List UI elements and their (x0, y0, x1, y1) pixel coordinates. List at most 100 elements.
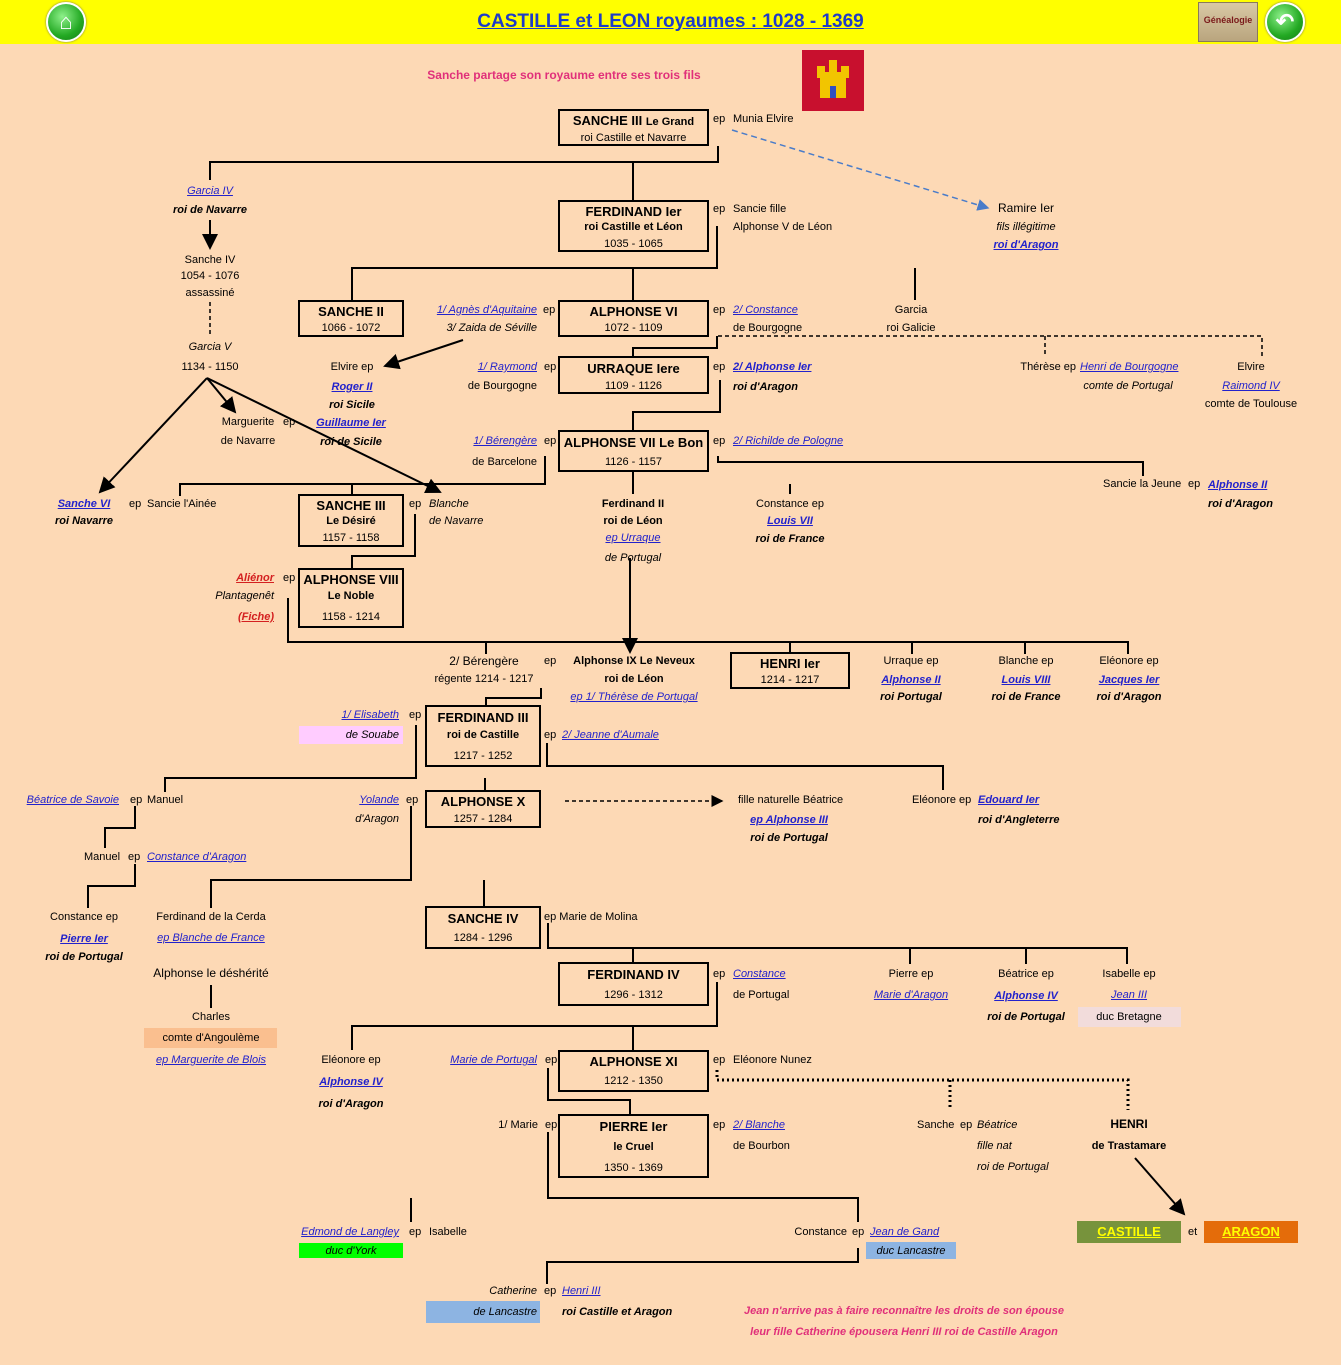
sanche-vi-link[interactable]: Sanche VI (57, 498, 111, 510)
l2: roi de Castille (446, 729, 520, 741)
fiche-link[interactable]: (Fiche) (237, 611, 274, 623)
ep-label: ep (713, 1054, 726, 1066)
alphonse-v-de-leon: Alphonse V de Léon (733, 221, 833, 233)
l2: 1126 - 1157 (604, 456, 663, 468)
ep-label: ep (852, 1226, 865, 1238)
box-sanche-iii-le-grand: SANCHE III Le Grand roi Castille et Nava… (558, 109, 709, 146)
constance-link[interactable]: 2/ Constance (733, 304, 798, 316)
l3: 1157 - 1158 (322, 532, 380, 544)
alphonse-ii-aragon-link[interactable]: Alphonse II (1208, 479, 1268, 491)
l2: roi Castille et Léon (584, 221, 683, 233)
de-navarre-2: de Navarre (429, 515, 484, 527)
ep-label: ep (545, 1119, 558, 1131)
jeanne-aumale-link[interactable]: 2/ Jeanne d'Aumale (562, 729, 659, 741)
de-portugal-2: de Portugal (733, 989, 790, 1001)
roi-de-portugal-2: roi de Portugal (45, 951, 123, 963)
alphonse-ii-portugal-link[interactable]: Alphonse II (881, 674, 941, 686)
de-souabe: de Souabe (345, 729, 399, 741)
louis-vii-link[interactable]: Louis VII (767, 515, 813, 527)
de-lancastre: de Lancastre (473, 1306, 537, 1318)
ep-label: ep (409, 498, 422, 510)
manuel: Manuel (147, 794, 184, 806)
duc-d-york: duc d'York (325, 1245, 377, 1257)
constance-aragon-link[interactable]: Constance d'Aragon (147, 851, 247, 863)
roi-d-angleterre: roi d'Angleterre (978, 814, 1060, 826)
ep-label: ep (1188, 478, 1201, 490)
home-button[interactable]: ⌂ (46, 2, 86, 42)
elisabeth-link[interactable]: 1/ Elisabeth (341, 709, 399, 721)
box-alphonse-viii: ALPHONSE VIII Le Noble 1158 - 1214 (298, 568, 404, 628)
box-alphonse-vii: ALPHONSE VII Le Bon 1126 - 1157 (558, 430, 709, 472)
name: SANCHE IV (447, 911, 519, 926)
header-bar (0, 0, 1341, 44)
box-sanche-iii-le-desire: SANCHE III Le Désiré 1157 - 1158 (298, 494, 404, 547)
pierre-i-link[interactable]: Pierre Ier (60, 933, 108, 945)
henri-de-bourgogne-link[interactable]: Henri de Bourgogne (1080, 361, 1179, 373)
constance-portugal-link[interactable]: Constance (733, 968, 786, 980)
aragon-button[interactable]: ARAGON (1204, 1221, 1298, 1243)
alphonse-iv-aragon-link[interactable]: Alphonse IV (319, 1076, 383, 1088)
constance-ep: Constance ep (756, 498, 824, 510)
box-sanche-ii: SANCHE II 1066 - 1072 (298, 300, 404, 337)
agnes-aquitaine-link[interactable]: 1/ Agnès d'Aquitaine (436, 304, 537, 316)
beatrice-savoie-link[interactable]: Béatrice de Savoie (26, 794, 119, 806)
roi-portugal: roi Portugal (880, 691, 942, 703)
ep-blanche-france-link[interactable]: ep Blanche de France (157, 932, 265, 944)
jean-de-gand-link[interactable]: Jean de Gand (870, 1226, 940, 1238)
ep-label: ep (409, 709, 422, 721)
blanche-bourbon-link[interactable]: 2/ Blanche (733, 1119, 785, 1131)
ep-alphonse-iii-link[interactable]: ep Alphonse III (750, 814, 828, 826)
name: FERDINAND III (437, 710, 529, 725)
box-alphonse-x: ALPHONSE X 1257 - 1284 (425, 790, 541, 828)
box-alphonse-vi: ALPHONSE VI 1072 - 1109 (558, 300, 709, 337)
guillaume-i-link[interactable]: Guillaume Ier (316, 417, 386, 429)
ep-label: ep (544, 655, 557, 667)
genealogie-logo[interactable]: Généalogie (1198, 2, 1258, 42)
roi-d-aragon-link[interactable]: roi d'Aragon (993, 239, 1059, 251)
jean-iii-link[interactable]: Jean III (1110, 989, 1148, 1001)
ep-label: ep (713, 113, 726, 125)
marie-d-aragon-link[interactable]: Marie d'Aragon (873, 989, 949, 1001)
beatrice-ep: Béatrice ep (998, 968, 1054, 980)
roger-ii-link[interactable]: Roger II (331, 381, 373, 393)
l3: 1035 - 1065 (604, 238, 663, 250)
box-sanche-iv: SANCHE IV 1284 - 1296 (425, 906, 541, 949)
roi-de-sicile: roi de Sicile (320, 436, 382, 448)
alphonse-iv-portugal-link[interactable]: Alphonse IV (994, 990, 1058, 1002)
alienor-link[interactable]: Aliénor (236, 572, 274, 584)
raimond-iv-link[interactable]: Raimond IV (1222, 380, 1280, 392)
l3: 1350 - 1369 (604, 1162, 663, 1174)
edmond-langley-link[interactable]: Edmond de Langley (301, 1226, 399, 1238)
de-bourgogne: de Bourgogne (733, 322, 803, 334)
raymond-link[interactable]: 1/ Raymond (477, 361, 537, 373)
urraque-ep: Urraque ep (883, 655, 939, 667)
name: ALPHONSE VIII (303, 572, 399, 587)
marie-de-portugal-link[interactable]: Marie de Portugal (450, 1054, 537, 1066)
duc-bretagne: duc Bretagne (1096, 1011, 1162, 1023)
louis-viii-link[interactable]: Louis VIII (1001, 674, 1051, 686)
name: ALPHONSE VII Le Bon (563, 435, 704, 450)
box-henri-i: HENRI Ier 1214 - 1217 (730, 652, 850, 689)
edouard-i-link[interactable]: Edouard Ier (978, 794, 1040, 806)
ep-therese-link[interactable]: ep 1/ Thérèse de Portugal (570, 691, 698, 703)
richilde-link[interactable]: 2/ Richilde de Pologne (733, 435, 844, 447)
de-portugal: de Portugal (604, 552, 662, 564)
ep-marguerite-blois-link[interactable]: ep Marguerite de Blois (155, 1054, 267, 1066)
munia-elvire: Munia Elvire (733, 113, 794, 125)
name: FERDINAND Ier (585, 204, 682, 219)
yolande-link[interactable]: Yolande (359, 794, 399, 806)
l3: 1217 - 1252 (453, 750, 513, 762)
henri-iii-link[interactable]: Henri III (562, 1285, 601, 1297)
berengere-link[interactable]: 1/ Bérengère (473, 435, 537, 447)
garcia-iv-link[interactable]: Garcia IV (187, 185, 233, 197)
alphonse-i-aragon-link[interactable]: 2/ Alphonse Ier (733, 361, 812, 373)
back-button[interactable]: ↶ (1265, 2, 1305, 42)
constance-ep-2: Constance ep (50, 911, 118, 923)
sanche-iv-navarre: Sanche IV (184, 254, 236, 266)
ep-urraque-link[interactable]: ep Urraque (605, 532, 661, 544)
roi-de-france-2: roi de France (991, 691, 1061, 703)
jacques-i-link[interactable]: Jacques Ier (1098, 674, 1160, 686)
castille-button[interactable]: CASTILLE (1077, 1221, 1181, 1243)
ep-label: ep (130, 794, 143, 806)
alphonse-ix: Alphonse IX Le Neveux (573, 655, 695, 667)
